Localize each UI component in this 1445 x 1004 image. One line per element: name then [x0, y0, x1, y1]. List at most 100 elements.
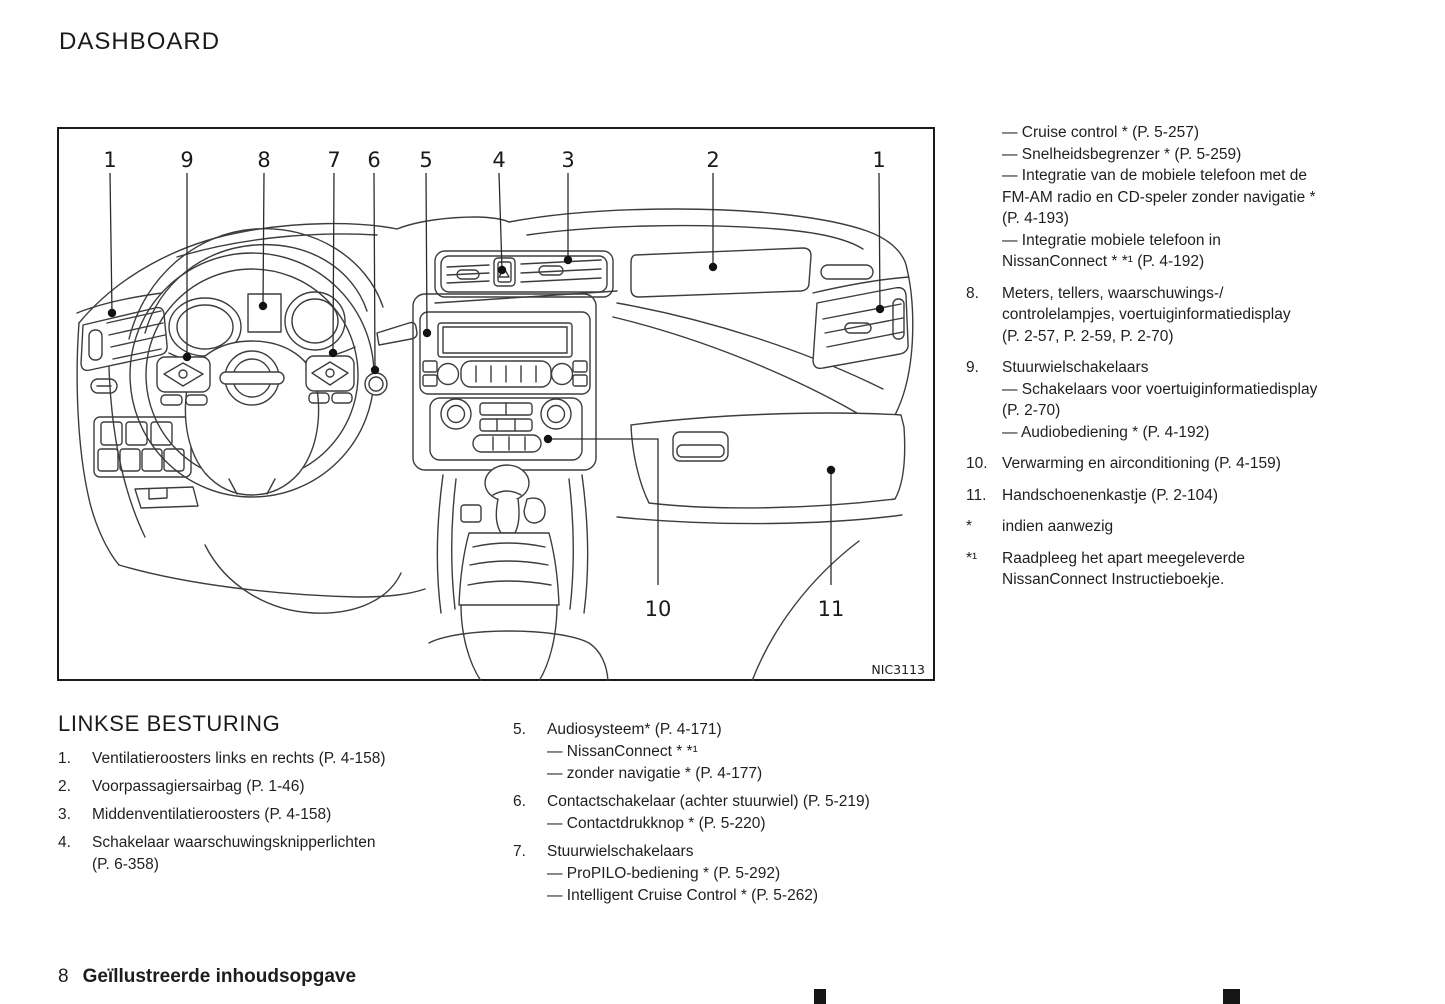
list-item-line: Audiosysteem* (P. 4-171): [547, 721, 722, 738]
list-item: * indien aanwezig: [966, 516, 1436, 538]
list-item-number: 8.: [966, 284, 979, 302]
callout-number: 1: [872, 148, 885, 172]
list-item-lines: Verwarming en airconditioning (P. 4-159): [1002, 453, 1436, 475]
list-item-line: Verwarming en airconditioning (P. 4-159): [1002, 455, 1281, 472]
list-item-line: — Intelligent Cruise Control * (P. 5-262…: [547, 887, 819, 904]
callout-number: 9: [180, 148, 193, 172]
list-item-number: 11.: [966, 486, 987, 504]
list-item-lines: Voorpassagiersairbag (P. 1-46): [92, 776, 508, 798]
audio-knob-right: [550, 362, 574, 386]
callout-numbers: 1 9 8 7 6 5 4 3 2 1 10 11: [103, 148, 885, 621]
list-item-line: — NissanConnect * *¹: [547, 743, 698, 760]
callout-number: 5: [419, 148, 432, 172]
dashboard-diagram: 1 9 8 7 6 5 4 3 2 1 10 11 NIC3113: [57, 127, 935, 681]
list-item: 10. Verwarming en airconditioning (P. 4-…: [966, 453, 1436, 475]
list-item-line: — Cruise control * (P. 5-257): [1002, 124, 1199, 141]
gear-shifter: [428, 464, 609, 681]
list-item: — Cruise control * (P. 5-257) — Snelheid…: [966, 122, 1436, 273]
list-item-line: Ventilatieroosters links en rechts (P. 4…: [92, 749, 386, 767]
page-edge-marker: [814, 989, 826, 1004]
list-item-lines: Meters, tellers, waarschuwings-/ control…: [1002, 283, 1436, 348]
steering-wheel: [129, 252, 418, 614]
callout-number: 8: [257, 148, 270, 172]
side-vent-right: [812, 276, 910, 370]
shift-knob: [484, 464, 530, 502]
right-column: — Cruise control * (P. 5-257) — Snelheid…: [966, 122, 1436, 601]
dashboard-figure: 1 9 8 7 6 5 4 3 2 1 10 11 NIC3113: [57, 127, 935, 681]
list-item-lines: Schakelaar waarschuwingsknipperlichten (…: [92, 832, 508, 876]
page-footer: 8 Geïllustreerde inhoudsopgave: [58, 966, 356, 988]
list-item-line: Voorpassagiersairbag (P. 1-46): [92, 777, 305, 795]
passenger-airbag-panel: [630, 247, 874, 298]
list-item-line: Contactschakelaar (achter stuurwiel) (P.…: [547, 793, 870, 810]
shift-boot: [458, 532, 560, 606]
footer-section-title: Geïllustreerde inhoudsopgave: [82, 966, 357, 987]
list-item-lines: Handschoenenkastje (P. 2-104): [1002, 485, 1436, 507]
list-item-line: Meters, tellers, waarschuwings-/: [1002, 284, 1224, 302]
list-item-line: Handschoenenkastje (P. 2-104): [1002, 486, 1218, 504]
list-item-line: (P. 6-358): [92, 855, 159, 873]
light-switch: [90, 378, 118, 394]
list-item: 7. Stuurwielschakelaars — ProPILO-bedien…: [513, 841, 953, 907]
list-item-number: [966, 122, 1002, 273]
list-item: 5. Audiosysteem* (P. 4-171) — NissanConn…: [513, 719, 953, 785]
callout-leaders: [107, 172, 885, 585]
left-column: LINKSE BESTURING 1. Ventilatieroosters l…: [58, 713, 508, 882]
list-item-line: (P. 2-70): [1002, 402, 1061, 419]
list-item-line: Stuurwielschakelaars: [1002, 359, 1149, 376]
list-item-number: *: [966, 518, 973, 535]
ignition-switch: [364, 372, 388, 396]
audio-knob-left: [436, 362, 460, 386]
list-item-line: controlelampjes, voertuiginformatiedispl…: [1002, 306, 1291, 323]
list-item-line: — Audiobediening * (P. 4-192): [1002, 423, 1210, 441]
callout-number: 1: [103, 148, 116, 172]
climate-knob-right: [540, 398, 572, 430]
list-item-line: — Snelheidsbegrenzer * (P. 5-259): [1002, 145, 1242, 163]
list-item-line: Raadpleeg het apart meegeleverde: [1002, 549, 1246, 567]
center-stack: [412, 293, 597, 471]
info-display: [247, 293, 282, 333]
list-item: 4. Schakelaar waarschuwingsknipperlichte…: [58, 832, 508, 876]
list-item-line: FM-AM radio en CD-speler zonder navigati…: [1002, 188, 1316, 206]
list-item-lines: Ventilatieroosters links en rechts (P. 4…: [92, 748, 508, 770]
list-item-line: (P. 4-193): [1002, 210, 1069, 227]
right-spoke-switches: [305, 355, 355, 392]
callout-number: 6: [367, 148, 380, 172]
list-item: 2. Voorpassagiersairbag (P. 1-46): [58, 776, 508, 798]
list-item-lines: Stuurwielschakelaars — ProPILO-bediening…: [547, 841, 953, 907]
callout-number: 7: [327, 148, 340, 172]
list-item-number: 1.: [58, 749, 71, 767]
list-item: 11. Handschoenenkastje (P. 2-104): [966, 485, 1436, 507]
callout-number: 10: [645, 597, 672, 621]
list-item-lines: Audiosysteem* (P. 4-171) — NissanConnect…: [547, 719, 953, 785]
footer-page-number: 8: [58, 966, 69, 987]
list-item: 9. Stuurwielschakelaars — Schakelaars vo…: [966, 357, 1436, 443]
glovebox-handle: [672, 431, 729, 462]
list-item: 1. Ventilatieroosters links en rechts (P…: [58, 748, 508, 770]
list-item-number: 6.: [513, 793, 526, 810]
climate-knob-left: [440, 398, 472, 430]
climate-controls: [429, 397, 583, 461]
list-item-lines: Middenventilatieroosters (P. 4-158): [92, 804, 508, 826]
list-item-number: 2.: [58, 777, 71, 795]
list-item-lines: indien aanwezig: [1002, 516, 1436, 538]
list-item-line: NissanConnect Instructieboekje.: [1002, 571, 1225, 588]
callout-number: 11: [818, 597, 845, 621]
list-item-number: 3.: [58, 805, 71, 823]
side-vent-left: [76, 292, 168, 372]
list-item-line: Stuurwielschakelaars: [547, 843, 694, 860]
list-item-lines: Contactschakelaar (achter stuurwiel) (P.…: [547, 791, 953, 835]
list-item-line: — Schakelaars voor voertuiginformatiedis…: [1002, 380, 1318, 398]
audio-display: [437, 322, 573, 358]
list-item-line: Middenventilatieroosters (P. 4-158): [92, 805, 332, 823]
list-item-number: 4.: [58, 833, 71, 851]
list-item-number: 5.: [513, 721, 526, 738]
list-item: 6. Contactschakelaar (achter stuurwiel) …: [513, 791, 953, 835]
list-item-line: — Integratie mobiele telefoon in: [1002, 231, 1221, 249]
list-item-line: — Contactdrukknop * (P. 5-220): [547, 815, 766, 832]
list-item: 8. Meters, tellers, waarschuwings-/ cont…: [966, 283, 1436, 348]
audio-unit: [419, 311, 591, 395]
list-item-line: indien aanwezig: [1002, 518, 1114, 535]
middle-column: 5. Audiosysteem* (P. 4-171) — NissanConn…: [513, 719, 953, 913]
section-heading: LINKSE BESTURING: [58, 711, 281, 736]
